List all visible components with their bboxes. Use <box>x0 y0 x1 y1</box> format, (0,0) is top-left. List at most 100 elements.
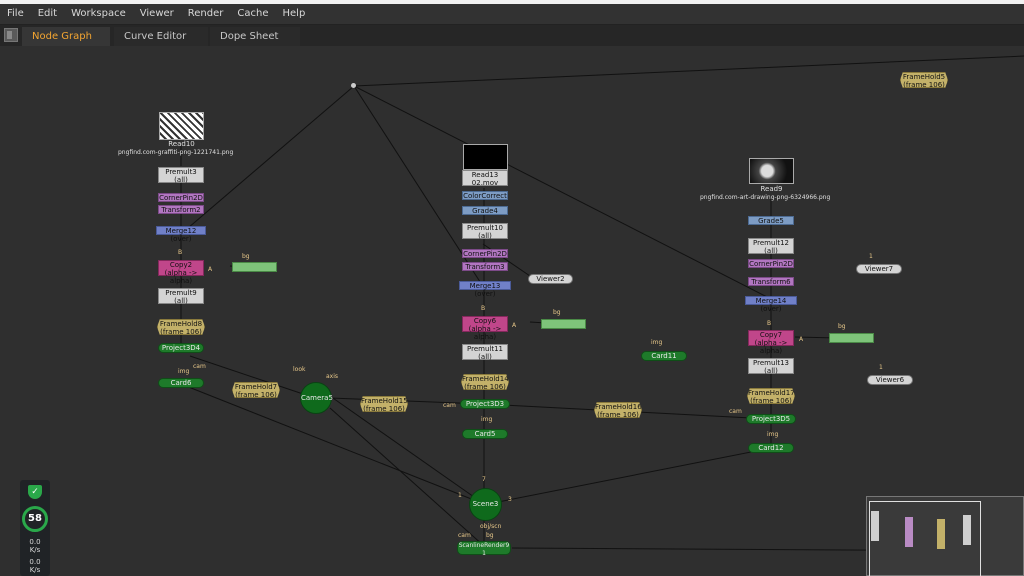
project3d4-node[interactable]: Project3D4 <box>158 343 204 353</box>
menu-cache[interactable]: Cache <box>237 8 269 19</box>
read9-node[interactable]: Read9 <box>760 185 783 193</box>
stat-value: 0.0 <box>29 538 41 546</box>
pin-label: 1 <box>879 364 883 371</box>
cornerpin2d-b-node[interactable]: CornerPin2D <box>462 249 508 258</box>
transform6-node[interactable]: Transform6 <box>748 277 794 286</box>
framehold5-node[interactable]: FrameHold5(frame 106) <box>900 72 948 88</box>
menu-file[interactable]: File <box>7 8 24 19</box>
premult3-channels: (all) <box>174 176 188 184</box>
dot-node[interactable] <box>351 83 356 88</box>
copy6-label: Copy6 <box>473 317 497 325</box>
card5-node[interactable]: Card5 <box>462 429 508 439</box>
card11-node[interactable]: Card11 <box>641 351 687 361</box>
pipe-line <box>189 355 316 399</box>
menu-edit[interactable]: Edit <box>37 8 58 19</box>
merge14-node[interactable]: Merge14 (over) <box>745 296 797 313</box>
framehold8-frame: (frame 106) <box>160 328 202 336</box>
framehold14-node[interactable]: FrameHold14(frame 106) <box>461 374 509 390</box>
grade5-node[interactable]: Grade5 <box>748 216 794 225</box>
tab-node-graph[interactable]: Node Graph× <box>22 27 110 61</box>
framehold17-label: FrameHold17 <box>748 389 795 397</box>
copy2-label: Copy2 <box>169 261 193 269</box>
copy7-node[interactable]: Copy7(alpha -> alpha) <box>748 330 794 355</box>
node-graph-canvas[interactable]: Read10 pngfind.com-graffiti-png-1221741.… <box>0 46 1024 576</box>
graph-minimap[interactable] <box>866 496 1024 576</box>
minimap-node-cluster <box>937 519 945 549</box>
premult11-node[interactable]: Premult11(all) <box>462 344 508 361</box>
minimap-node-cluster <box>905 517 913 547</box>
framehold16-node[interactable]: FrameHold16(frame 106) <box>594 402 642 418</box>
copy2-node[interactable]: Copy2(alpha -> alpha) <box>158 260 204 285</box>
merge13-node[interactable]: Merge13 (over) <box>459 281 511 298</box>
pipe-line <box>180 85 355 235</box>
scanlinerender9-count: 1 <box>482 550 486 557</box>
pipe-line <box>329 397 485 405</box>
card12-node[interactable]: Card12 <box>748 443 794 453</box>
scene3-node[interactable]: Scene3 <box>469 488 502 521</box>
merge12-node[interactable]: Merge12 (over) <box>156 226 206 243</box>
scanlinerender9-label: ScanlineRender9 <box>458 542 510 549</box>
framehold16-label: FrameHold16 <box>595 403 642 411</box>
framehold17-node[interactable]: FrameHold17(frame 106) <box>747 388 795 404</box>
pin-label: look <box>293 366 306 373</box>
read10-thumbnail <box>159 112 204 140</box>
pipe-line <box>353 55 1024 87</box>
viewer6-node[interactable]: Viewer6 <box>867 375 913 385</box>
grade4-node[interactable]: Grade4 <box>462 206 508 215</box>
tab-dope-sheet[interactable]: Dope Sheet× <box>210 27 300 61</box>
framehold15-node[interactable]: FrameHold15(frame 106) <box>360 396 408 412</box>
read13-label: Read13 <box>471 171 499 179</box>
pin-label: cam <box>458 532 471 539</box>
viewer2-node[interactable]: Viewer2 <box>528 274 573 284</box>
premult10-node[interactable]: Premult10(all) <box>462 223 508 240</box>
fps-gauge: 58 <box>22 506 48 532</box>
menu-help[interactable]: Help <box>282 8 306 19</box>
premult11-label: Premult11 <box>467 345 503 353</box>
menu-viewer[interactable]: Viewer <box>139 8 174 19</box>
project3d3-node[interactable]: Project3D3 <box>460 399 510 409</box>
transform3-node[interactable]: Transform3 <box>462 262 508 271</box>
pin-label: cam <box>193 363 206 370</box>
viewer7-node[interactable]: Viewer7 <box>856 264 902 274</box>
pin-label: cam <box>729 408 742 415</box>
copy6-node[interactable]: Copy6(alpha -> alpha) <box>462 316 508 341</box>
colorcorrect-node[interactable]: ColorCorrect <box>462 191 508 200</box>
premult12-node[interactable]: Premult12(all) <box>748 238 794 255</box>
framehold7-node[interactable]: FrameHold7(frame 106) <box>232 382 280 398</box>
pin-label: obj/scn <box>480 523 502 530</box>
card6-node[interactable]: Card6 <box>158 378 204 388</box>
disabled-card-node[interactable] <box>232 262 277 272</box>
menu-bar: File Edit Workspace Viewer Render Cache … <box>0 4 1024 25</box>
tab-curve-editor[interactable]: Curve Editor× <box>114 27 208 61</box>
cornerpin2d-node[interactable]: CornerPin2D <box>158 193 204 202</box>
framehold7-frame: (frame 106) <box>235 391 277 399</box>
menu-render[interactable]: Render <box>187 8 224 19</box>
pin-label: img <box>178 368 190 375</box>
tab-curve-editor-label: Curve Editor <box>124 31 187 42</box>
read13-thumbnail <box>463 144 508 170</box>
pipe-line <box>180 383 485 505</box>
cornerpin2d-c-node[interactable]: CornerPin2D <box>748 259 794 268</box>
pin-label: 1 <box>869 253 873 260</box>
framehold15-label: FrameHold15 <box>361 397 408 405</box>
premult9-node[interactable]: Premult9(all) <box>158 288 204 305</box>
stat-value: 0.0 <box>29 558 41 566</box>
pipe-line <box>329 395 485 505</box>
premult3-node[interactable]: Premult3(all) <box>158 167 204 184</box>
menu-workspace[interactable]: Workspace <box>71 8 126 19</box>
minimap-viewport[interactable] <box>869 501 981 576</box>
framehold8-node[interactable]: FrameHold8(frame 106) <box>157 319 205 335</box>
pin-label: img <box>651 339 663 346</box>
transform2-node[interactable]: Transform2 <box>158 205 204 214</box>
panel-menu-icon[interactable] <box>4 28 18 42</box>
project3d5-node[interactable]: Project3D5 <box>746 414 796 424</box>
disabled-card-node[interactable] <box>541 319 586 329</box>
premult13-node[interactable]: Premult13(all) <box>748 358 794 375</box>
read10-node[interactable]: Read10 <box>168 140 195 148</box>
disabled-card-node[interactable] <box>829 333 874 343</box>
copy6-channels: (alpha -> alpha) <box>468 325 502 341</box>
tab-node-graph-label: Node Graph <box>32 31 92 42</box>
camera5-node[interactable]: Camera5 <box>300 382 333 414</box>
